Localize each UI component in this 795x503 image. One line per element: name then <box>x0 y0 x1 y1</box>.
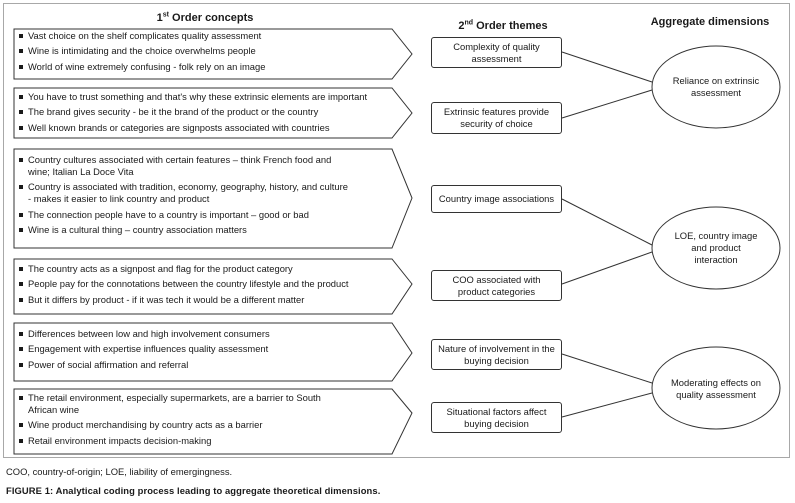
concept-group-4: The country acts as a signpost and flag … <box>18 263 398 309</box>
concept-group-5: Differences between low and high involve… <box>18 328 398 374</box>
connector-line <box>561 251 653 285</box>
theme-box-country-image: Country image associations <box>431 185 562 213</box>
aggregate-ellipse-2 <box>651 206 781 290</box>
theme-box-coo: COO associated with product categories <box>431 270 562 301</box>
theme-box-situational: Situational factors affect buying decisi… <box>431 402 562 433</box>
aggregate-moderating-effects: Moderating effects on quality assessment <box>671 377 761 400</box>
concept-item: Well known brands or categories are sign… <box>18 122 408 134</box>
concept-item: Wine is intimidating and the choice over… <box>18 45 398 57</box>
concept-item: People pay for the connotations between … <box>18 278 398 290</box>
concept-item: Engagement with expertise influences qua… <box>18 343 398 355</box>
connector-line <box>561 353 653 384</box>
concept-item: Wine product merchandising by country ac… <box>18 419 348 431</box>
concept-item: Wine is a cultural thing – country assoc… <box>18 224 348 236</box>
concept-item: Vast choice on the shelf complicates qua… <box>18 30 398 42</box>
concept-arrow-4 <box>13 258 413 315</box>
footnote: COO, country-of-origin; LOE, liability o… <box>6 466 233 477</box>
theme-box-complexity: Complexity of quality assessment <box>431 37 562 68</box>
concept-arrow-1 <box>13 28 413 80</box>
theme-box-involvement: Nature of involvement in the buying deci… <box>431 339 562 370</box>
connector-line <box>561 198 653 246</box>
aggregate-header: Aggregate dimensions <box>650 16 770 28</box>
concept-item: The connection people have to a country … <box>18 209 348 221</box>
concept-item: World of wine extremely confusing - folk… <box>18 61 398 73</box>
connector-line <box>561 392 653 418</box>
concept-item: Power of social affirmation and referral <box>18 359 398 371</box>
concept-item: The retail environment, especially super… <box>18 392 348 416</box>
concept-item: But it differs by product - if it was te… <box>18 294 398 306</box>
first-order-header: 1st Order concepts <box>156 11 254 24</box>
concept-item: Retail environment impacts decision-maki… <box>18 435 348 447</box>
concept-arrow-3 <box>13 148 413 249</box>
second-order-header: 2nd Order themes <box>458 19 548 32</box>
concept-group-1: Vast choice on the shelf complicates qua… <box>18 30 398 76</box>
concept-item: Country cultures associated with certain… <box>18 154 348 178</box>
concept-item: Differences between low and high involve… <box>18 328 398 340</box>
theme-box-extrinsic-features: Extrinsic features provide security of c… <box>431 102 562 134</box>
concept-item: The country acts as a signpost and flag … <box>18 263 398 275</box>
concept-item: Country is associated with tradition, ec… <box>18 181 348 205</box>
concept-item: The brand gives security - be it the bra… <box>18 106 408 118</box>
concept-group-3: Country cultures associated with certain… <box>18 154 348 240</box>
connector-line <box>561 89 653 119</box>
aggregate-ellipse-1 <box>651 45 781 129</box>
concept-group-2: You have to trust something and that's w… <box>18 91 408 137</box>
concept-arrow-6 <box>13 388 413 455</box>
concept-arrow-2 <box>13 87 413 139</box>
connector-line <box>561 51 653 83</box>
concept-item: You have to trust something and that's w… <box>18 91 408 103</box>
figure-frame <box>3 3 790 458</box>
aggregate-ellipse-3 <box>651 346 781 430</box>
concept-group-6: The retail environment, especially super… <box>18 392 348 450</box>
figure-caption: FIGURE 1: Analytical coding process lead… <box>6 485 381 496</box>
aggregate-loe-country-image: LOE, country image and product interacti… <box>674 230 758 265</box>
aggregate-reliance-extrinsic: Reliance on extrinsic assessment <box>672 75 760 98</box>
concept-arrow-5 <box>13 322 413 382</box>
